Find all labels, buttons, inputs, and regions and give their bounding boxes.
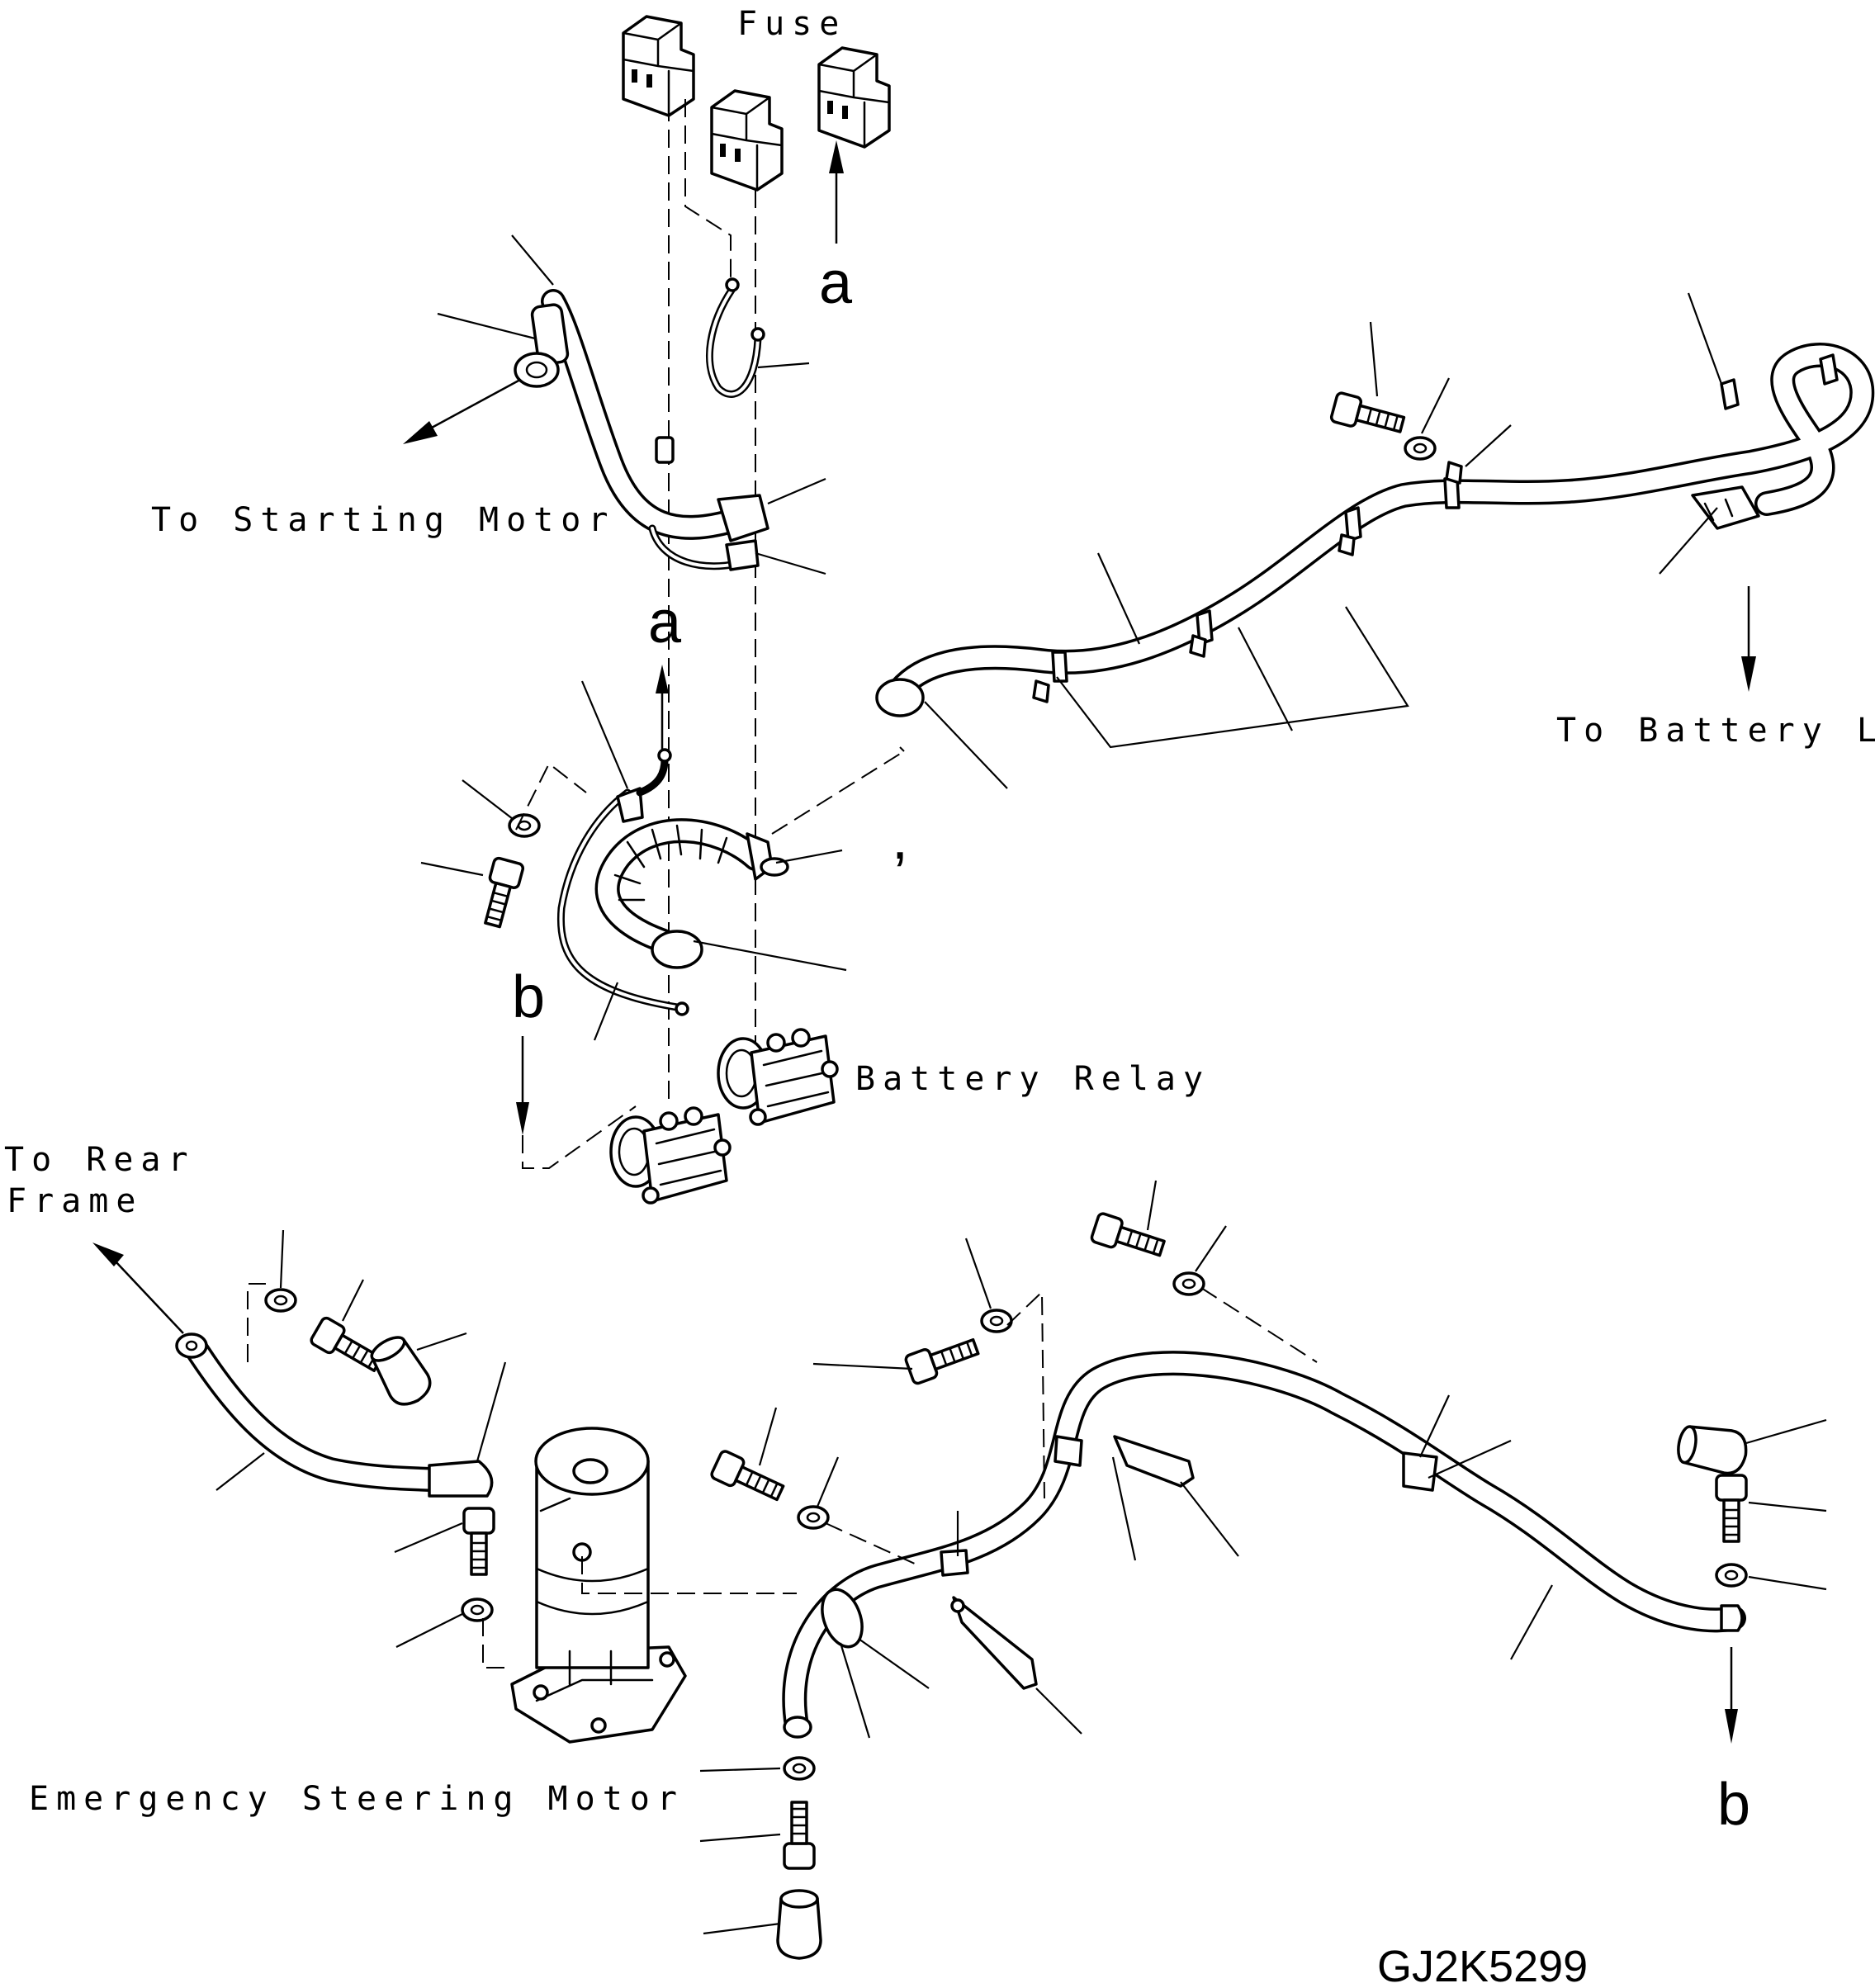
fuse-label: Fuse [737, 5, 846, 43]
fuse-right [817, 46, 891, 149]
battery-relay-upper [717, 1028, 839, 1126]
emergency-steering-motor [510, 1427, 687, 1744]
fuse-left [622, 15, 695, 117]
to-battery-lh-arrow [1741, 586, 1756, 692]
washer-lower-top [980, 1309, 1013, 1333]
washer-right [1715, 1563, 1748, 1588]
bolt-rear-frame [308, 1314, 387, 1379]
battery-lh-cable [875, 343, 1875, 717]
to-rear-frame-label-line1: To Rear [4, 1141, 196, 1179]
ref-arrow-b-right [1725, 1647, 1738, 1744]
ref-arrow-a-top [829, 140, 844, 244]
bolt-lower-top [902, 1331, 982, 1386]
fuse-middle [710, 89, 784, 192]
rear-frame-cable [175, 1332, 494, 1498]
washer-lower-left [797, 1505, 830, 1530]
starting-motor-cable [514, 289, 769, 571]
ref-arrow-b-left [516, 1036, 529, 1135]
ref-label-a-middle: a [648, 589, 682, 656]
drawing-code: GJ2K5299 [1377, 1942, 1588, 1988]
washer-relay [508, 813, 541, 838]
ref-arrow-a-middle [656, 665, 669, 751]
battery-relay-label: Battery Relay [855, 1060, 1210, 1098]
bolt-lower-right [1089, 1210, 1168, 1264]
washer-rear-frame [264, 1288, 297, 1313]
bolt-stack [783, 1801, 816, 1870]
to-starting-motor-label: To Starting Motor [151, 501, 615, 539]
ref-tick: , [892, 806, 908, 872]
bolt-relay [476, 855, 526, 930]
bolt-right [1715, 1474, 1748, 1543]
battery-relay-lower [609, 1106, 732, 1205]
boot-stack [776, 1889, 822, 1960]
washer-stack [783, 1756, 816, 1781]
to-starting-motor-arrow [403, 378, 521, 444]
boot-right [1674, 1420, 1751, 1478]
boot-rear-frame [363, 1329, 438, 1413]
ref-label-b-left: b [512, 964, 545, 1030]
to-battery-lh-label: To Battery L.H. [1556, 712, 1875, 750]
emergency-steering-motor-label: Emergency Steering Motor [29, 1780, 684, 1818]
ref-label-b-right: b [1717, 1772, 1750, 1838]
washer-battery-lh [1404, 436, 1437, 461]
bolt-battery-lh [1328, 390, 1408, 441]
fuse-jumper-wire [706, 277, 765, 398]
battery-relay-cable [556, 748, 789, 1016]
ref-label-a-top: a [819, 250, 853, 316]
to-rear-frame-label-line2: Frame [7, 1182, 143, 1220]
washer-motor [461, 1598, 494, 1622]
to-rear-frame-arrow [92, 1242, 184, 1334]
washer-lower-right [1172, 1271, 1205, 1296]
bolt-motor [462, 1507, 495, 1576]
bolt-lower-left [708, 1448, 788, 1508]
lower-battery-cable [782, 1351, 1746, 1739]
